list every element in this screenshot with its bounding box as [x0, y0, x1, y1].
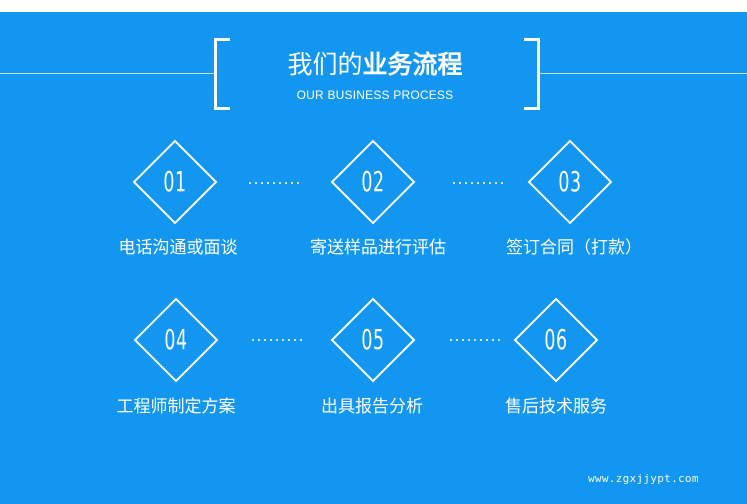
step-label: 出具报告分析 [321, 397, 423, 417]
step-diamond-2: 02 [330, 139, 416, 225]
page-subtitle: OUR BUSINESS PROCESS [296, 88, 454, 102]
step-number: 06 [544, 323, 568, 356]
page-title: 我们的业务流程 [230, 50, 520, 80]
step-label: 工程师制定方案 [116, 397, 236, 417]
step-diamond-3: 03 [527, 139, 613, 225]
step-number: 02 [361, 165, 385, 198]
step-number: 05 [361, 323, 385, 356]
step-number: 04 [164, 323, 188, 356]
right-bracket-icon [524, 38, 540, 110]
step-diamond-4: 04 [133, 297, 219, 383]
connector-dots [247, 181, 299, 185]
header-line-right [540, 73, 747, 74]
left-bracket-icon [214, 38, 230, 110]
step-label: 签订合同（打款） [506, 238, 642, 258]
connector-dots [451, 181, 503, 185]
step-diamond-5: 05 [330, 297, 416, 383]
step-diamond-1: 01 [132, 139, 218, 225]
step-label: 售后技术服务 [505, 397, 607, 417]
connector-dots [250, 338, 302, 342]
connector-dots [448, 338, 500, 342]
title-bold: 业务流程 [362, 50, 463, 79]
step-diamond-6: 06 [513, 297, 599, 383]
step-number: 01 [163, 165, 187, 198]
header-line-left [0, 73, 214, 74]
title-plain: 我们的 [287, 50, 363, 79]
watermark-text: www.zgxjjypt.com [588, 472, 699, 485]
step-number: 03 [558, 165, 582, 198]
top-white-strip [0, 0, 747, 12]
step-label: 电话沟通或面谈 [118, 238, 238, 258]
step-label: 寄送样品进行评估 [310, 238, 446, 258]
